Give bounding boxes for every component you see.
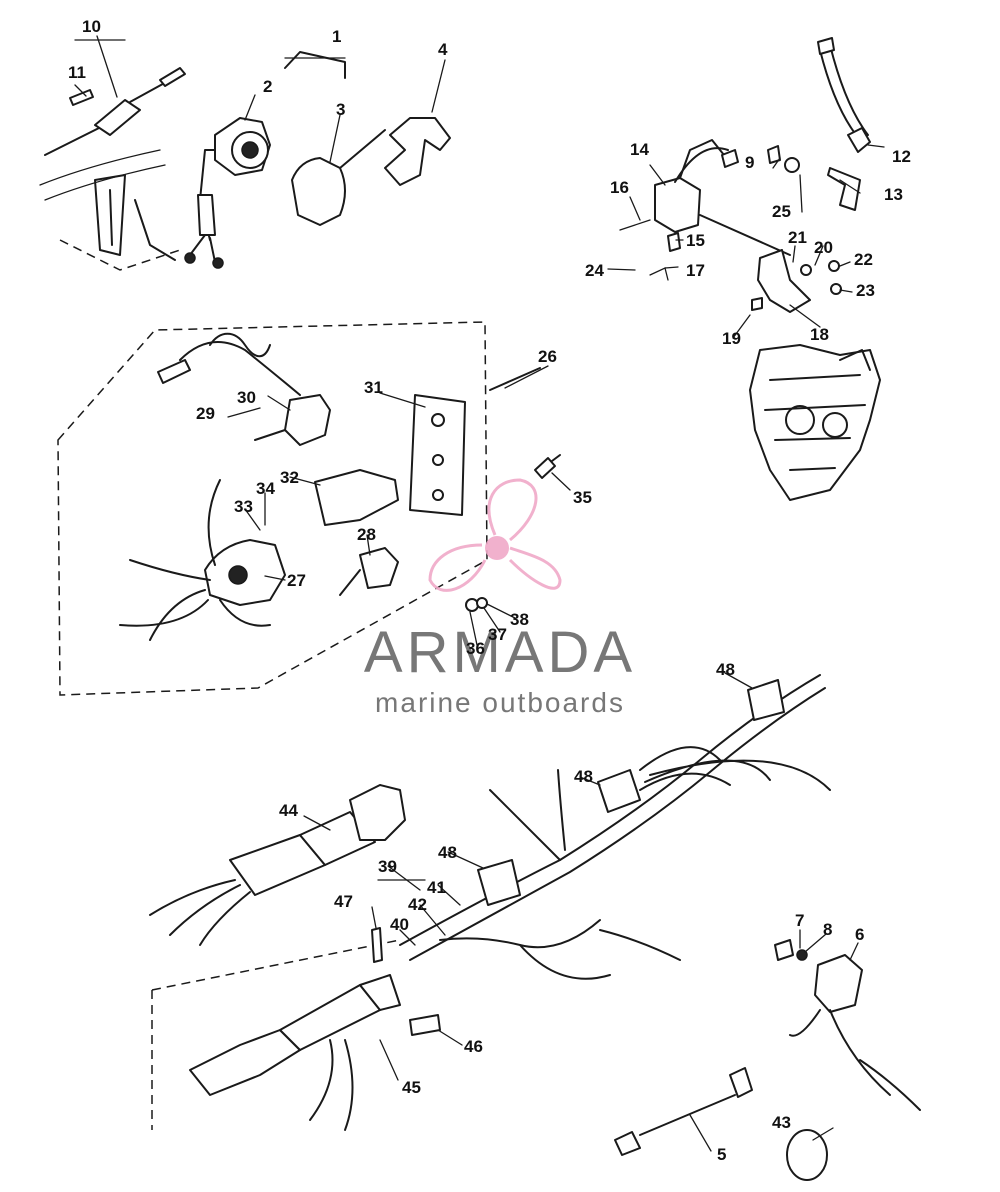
callout-22: 22 <box>854 250 873 269</box>
callout-6: 6 <box>855 925 864 944</box>
callout-15: 15 <box>686 231 705 250</box>
wiring-harness-group <box>149 674 831 1131</box>
callout-36: 36 <box>466 639 485 658</box>
callout-48a: 48 <box>716 660 735 679</box>
callout-39: 39 <box>378 857 397 876</box>
callout-7: 7 <box>795 911 804 930</box>
callout-26: 26 <box>538 347 557 366</box>
callout-5: 5 <box>717 1145 726 1164</box>
callout-44: 44 <box>279 801 298 820</box>
propeller-blade-top <box>487 478 538 542</box>
callout-27: 27 <box>287 571 306 590</box>
callout-34: 34 <box>256 479 275 498</box>
connector-plug-group <box>184 51 451 269</box>
callout-30: 30 <box>237 388 256 407</box>
propeller-blade-left <box>428 543 487 592</box>
propeller-blade-right <box>508 546 562 590</box>
callout-labels: 1 2 3 4 5 6 7 8 9 10 11 12 13 14 15 16 1… <box>68 17 911 1164</box>
callout-13: 13 <box>884 185 903 204</box>
propeller-hub <box>485 536 509 560</box>
callout-18: 18 <box>810 325 829 344</box>
callout-46: 46 <box>464 1037 483 1056</box>
watermark-brand: ARMADA <box>364 620 636 685</box>
callout-8: 8 <box>823 920 832 939</box>
callout-4: 4 <box>438 40 448 59</box>
solenoid-bracket-group <box>619 37 871 313</box>
callout-16: 16 <box>610 178 629 197</box>
callout-35: 35 <box>573 488 592 507</box>
callout-43: 43 <box>772 1113 791 1132</box>
callout-47: 47 <box>334 892 353 911</box>
callout-20: 20 <box>814 238 833 257</box>
callout-38: 38 <box>510 610 529 629</box>
callout-21: 21 <box>788 228 807 247</box>
fuse-holder-assembly <box>39 67 186 271</box>
callout-45: 45 <box>402 1078 421 1097</box>
callout-12: 12 <box>892 147 911 166</box>
callout-40: 40 <box>390 915 409 934</box>
callout-37: 37 <box>488 625 507 644</box>
callout-48b: 48 <box>574 767 593 786</box>
leader-lines <box>74 35 885 1152</box>
callout-9: 9 <box>745 153 754 172</box>
callout-31: 31 <box>364 378 383 397</box>
watermark-logo <box>428 478 562 592</box>
callout-11: 11 <box>68 63 86 82</box>
callout-2: 2 <box>263 77 272 96</box>
engine-block-sketch <box>749 344 881 501</box>
callout-10: 10 <box>82 17 101 36</box>
callout-24: 24 <box>585 261 604 280</box>
callout-32: 32 <box>280 468 299 487</box>
callout-48c: 48 <box>438 843 457 862</box>
callout-28: 28 <box>357 525 376 544</box>
rectifier-group <box>614 939 921 1181</box>
watermark-tagline: marine outboards <box>375 687 625 718</box>
callout-19: 19 <box>722 329 741 348</box>
callout-1: 1 <box>332 27 341 46</box>
callout-14: 14 <box>630 140 649 159</box>
callout-29: 29 <box>196 404 215 423</box>
callout-25: 25 <box>772 202 791 221</box>
callout-42: 42 <box>408 895 427 914</box>
callout-3: 3 <box>336 100 345 119</box>
control-panel-group <box>57 321 561 696</box>
callout-17: 17 <box>686 261 705 280</box>
callout-23: 23 <box>856 281 875 300</box>
callout-41: 41 <box>427 878 446 897</box>
callout-33: 33 <box>234 497 253 516</box>
